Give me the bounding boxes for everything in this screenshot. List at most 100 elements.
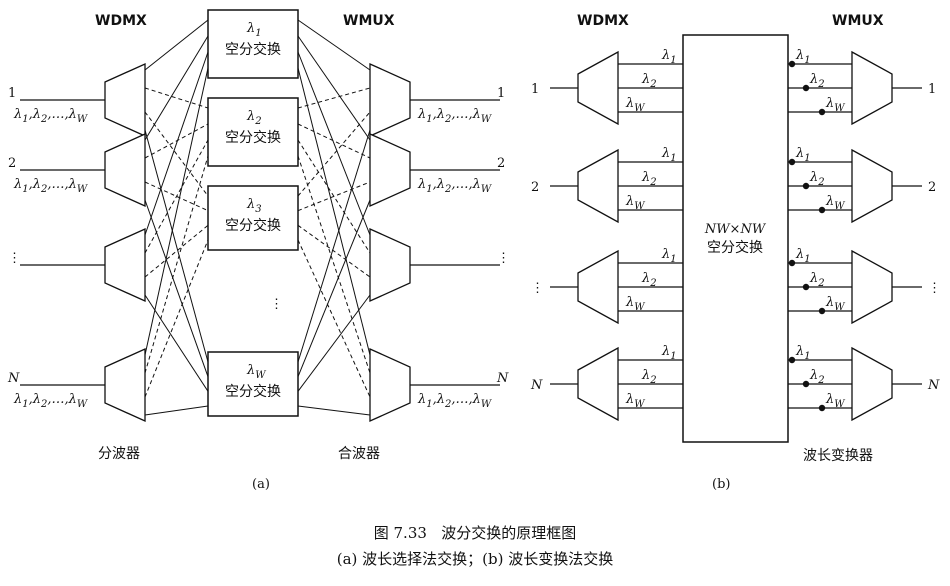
b-mux-4 (851, 346, 893, 422)
switch-text-4: 空分交换 (225, 383, 281, 400)
caption-title: 图 7.33 波分交换的原理框图 (373, 524, 577, 542)
mux-2 (369, 132, 411, 208)
wavelength-converter-dot (818, 206, 826, 214)
b-right-lambda-label: λ2 (809, 170, 825, 188)
panel-b-switch-text: 空分交换 (707, 239, 763, 256)
switch-lambda-label-1: λ1 (246, 21, 262, 39)
switch-to-mux-wire (297, 35, 371, 141)
panel-b-wmux-label: WMUX (832, 13, 884, 29)
caption-subtitle: (a) 波长选择法交换；(b) 波长变换法交换 (336, 550, 614, 568)
b-mux-3 (851, 249, 893, 325)
demux-to-switch-wire (144, 224, 209, 278)
input-port-label-1: 1 (8, 86, 16, 101)
wavelength-converter-dot (818, 307, 826, 315)
b-right-lambda-label: λW (825, 194, 845, 212)
b-left-lambda-label: λ2 (641, 170, 657, 188)
wavelength-converter-dot (802, 182, 810, 190)
b-left-lambda-label: λ1 (661, 344, 677, 362)
b-right-lambda-label: λ1 (795, 146, 811, 164)
switch-text-2: 空分交换 (225, 129, 281, 146)
demux-to-switch-wire (144, 294, 209, 392)
b-right-lambda-label: λ2 (809, 368, 825, 386)
b-right-lambda-label: λ1 (795, 48, 811, 66)
b-left-lambda-label: λW (625, 295, 645, 313)
figure-caption: 图 7.33 波分交换的原理框图 (a) 波长选择法交换；(b) 波长变换法交换 (0, 520, 950, 572)
switch-to-mux-wire (297, 224, 371, 278)
b-left-lambda-label: λW (625, 392, 645, 410)
b-demux-3 (577, 249, 619, 325)
input-lambda-list-4: λ1,λ2,…,λW (13, 392, 88, 410)
output-lambda-list-2: λ1,λ2,…,λW (417, 177, 492, 195)
panel-a-wmux-label: WMUX (343, 13, 395, 29)
demux-to-switch-wire (144, 405, 209, 416)
switch-to-mux-wire (297, 239, 371, 398)
space-switch-block-1 (207, 9, 299, 79)
input-lambda-list-2: λ1,λ2,…,λW (13, 177, 88, 195)
input-lambda-list-1: λ1,λ2,…,λW (13, 107, 88, 125)
space-switch-block-3 (207, 185, 299, 251)
panel-a-wdmx-label: WDMX (95, 13, 147, 29)
wavelength-converter-dot (818, 108, 826, 116)
demux-to-switch-wire (144, 129, 209, 363)
b-output-port-3: ⋮ (928, 281, 941, 296)
b-input-port-1: 1 (531, 82, 539, 97)
mux-4 (369, 347, 411, 423)
b-right-lambda-label: λ1 (795, 247, 811, 265)
b-right-lambda-label: λW (825, 295, 845, 313)
wavelength-converter-dot (802, 84, 810, 92)
demux-to-switch-wire (144, 155, 209, 374)
mux-3 (369, 227, 411, 303)
mux-1 (369, 62, 411, 138)
b-output-port-1: 1 (928, 82, 936, 97)
switch-to-mux-wire (297, 129, 371, 363)
b-demux-4 (577, 346, 619, 422)
panel-a-mux-label: 合波器 (338, 446, 380, 462)
output-port-label-2: 2 (497, 156, 505, 171)
b-right-lambda-label: λ2 (809, 72, 825, 90)
b-left-lambda-label: λ2 (641, 368, 657, 386)
wavelength-converter-dot (818, 404, 826, 412)
space-switch-block-4 (207, 351, 299, 417)
demux-to-switch-wire (144, 139, 209, 254)
demux-to-switch-wire (144, 19, 209, 71)
b-left-lambda-label: λW (625, 194, 645, 212)
b-left-lambda-label: λ1 (661, 146, 677, 164)
switch-to-mux-wire (297, 87, 371, 109)
b-demux-2 (577, 148, 619, 224)
output-port-label-1: 1 (497, 86, 505, 101)
b-left-lambda-label: λ1 (661, 247, 677, 265)
demux-to-switch-wire (144, 199, 209, 377)
switch-text-3: 空分交换 (225, 217, 281, 234)
b-output-port-4: N (927, 378, 940, 393)
b-left-lambda-label: λW (625, 96, 645, 114)
demux-to-switch-wire (144, 239, 209, 398)
demux-to-switch-wire (144, 87, 209, 109)
panel-a-switch-dots: ⋮ (270, 297, 283, 312)
panel-a-demux-label: 分波器 (98, 446, 140, 462)
b-right-lambda-label: λW (825, 392, 845, 410)
demux-1 (104, 62, 146, 138)
switch-lambda-label-2: λ2 (246, 109, 262, 127)
input-port-label-3: ⋮ (8, 251, 21, 266)
panel-b-wdmx-label: WDMX (577, 13, 629, 29)
demux-to-switch-wire (144, 51, 209, 236)
wavelength-converter-dot (802, 380, 810, 388)
b-left-lambda-label: λ2 (641, 72, 657, 90)
switch-lambda-label-3: λ3 (246, 197, 262, 215)
demux-to-switch-wire (144, 181, 209, 212)
b-left-lambda-label: λ2 (641, 271, 657, 289)
demux-to-switch-wire (144, 35, 209, 141)
wavelength-converter-dot (788, 158, 796, 166)
b-right-lambda-label: λ2 (809, 271, 825, 289)
space-switch-block-2 (207, 97, 299, 167)
b-left-lambda-label: λ1 (661, 48, 677, 66)
b-input-port-4: N (530, 378, 543, 393)
wavelength-converter-dot (802, 283, 810, 291)
panel-a-interconnect (144, 19, 371, 416)
switch-lambda-label-4: λW (246, 363, 266, 381)
b-input-port-3: ⋮ (531, 281, 544, 296)
switch-to-mux-wire (297, 199, 371, 377)
